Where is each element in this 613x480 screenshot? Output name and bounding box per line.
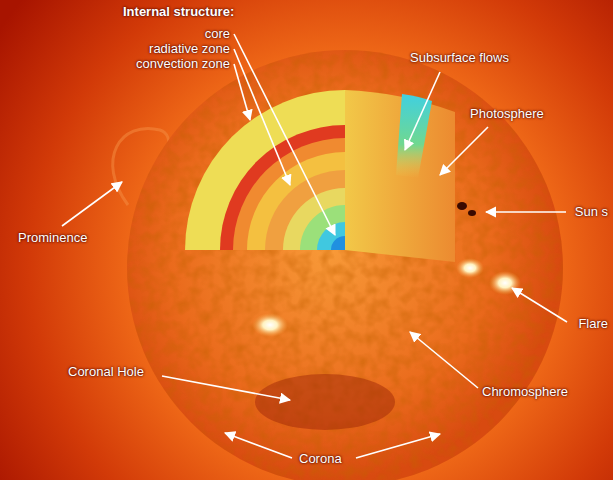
cutaway-side: [345, 90, 455, 262]
coronal-hole: [255, 374, 395, 430]
part-label: Corona: [299, 451, 342, 466]
bright-spot: [252, 313, 288, 337]
part-label: convection zone: [136, 56, 230, 71]
granulation: [127, 50, 563, 480]
part-label: Sun s: [575, 204, 608, 219]
cutaway-layers: [185, 90, 345, 250]
part-label: Flare: [578, 316, 608, 331]
subsurface-flow-band: [396, 94, 432, 178]
sunspot: [457, 202, 467, 210]
part-label: Coronal Hole: [68, 364, 144, 379]
part-label: Chromosphere: [482, 384, 568, 399]
part-label: Prominence: [18, 230, 87, 245]
leader-arrows: [62, 34, 567, 458]
part-label: Subsurface flows: [410, 50, 509, 65]
bright-spot: [456, 258, 484, 278]
sunspot: [468, 210, 476, 216]
part-label: radiative zone: [149, 41, 230, 56]
part-label: core: [205, 26, 230, 41]
section-heading: Internal structure:: [123, 4, 234, 19]
part-label: Photosphere: [470, 106, 544, 121]
sun-disc: [127, 50, 563, 480]
